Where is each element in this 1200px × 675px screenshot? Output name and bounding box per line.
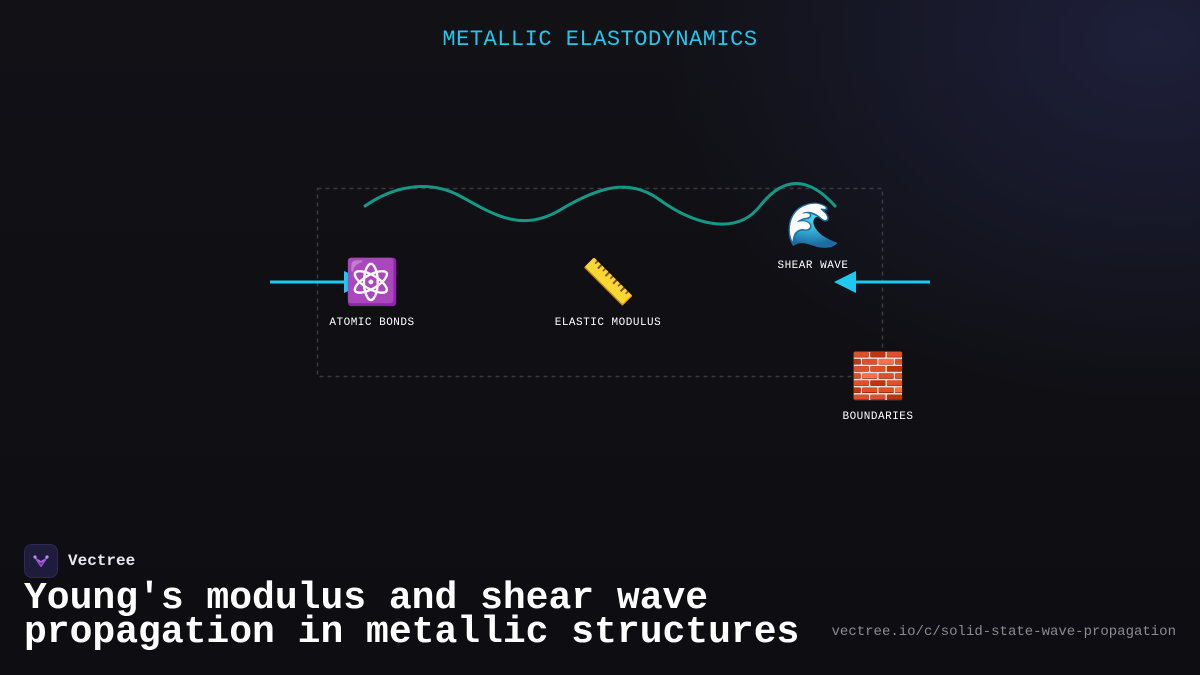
brand: Vectree	[24, 544, 135, 578]
diagram-title: METALLIC ELASTODYNAMICS	[442, 27, 758, 52]
vectree-logo-icon	[24, 544, 58, 578]
node-label: SHEAR WAVE	[777, 260, 849, 272]
headline: Young's modulus and shear wave propagati…	[24, 577, 800, 654]
brand-name: Vectree	[68, 552, 136, 570]
node-label: ATOMIC BONDS	[329, 317, 415, 329]
wave-line	[363, 182, 837, 226]
node-atomic-bonds: ⚛️ ATOMIC BONDS	[292, 261, 452, 329]
bricks-icon: 🧱	[850, 355, 906, 405]
node-shear-wave: 🌊 SHEAR WAVE	[733, 204, 893, 272]
headline-line-1: Young's modulus and shear wave	[24, 577, 709, 620]
node-elastic-modulus: 📏 ELASTIC MODULUS	[528, 261, 688, 329]
atom-icon: ⚛️	[344, 261, 400, 311]
node-label: BOUNDARIES	[842, 411, 914, 423]
arrow-left	[270, 271, 368, 293]
arrow-right	[834, 271, 930, 293]
ruler-icon: 📏	[580, 261, 636, 311]
source-url: vectree.io/c/solid-state-wave-propagatio…	[831, 624, 1176, 640]
node-label: ELASTIC MODULUS	[554, 317, 662, 329]
wave-icon: 🌊	[785, 204, 841, 254]
node-boundaries: 🧱 BOUNDARIES	[798, 355, 958, 423]
headline-line-2: propagation in metallic structures	[24, 611, 800, 654]
